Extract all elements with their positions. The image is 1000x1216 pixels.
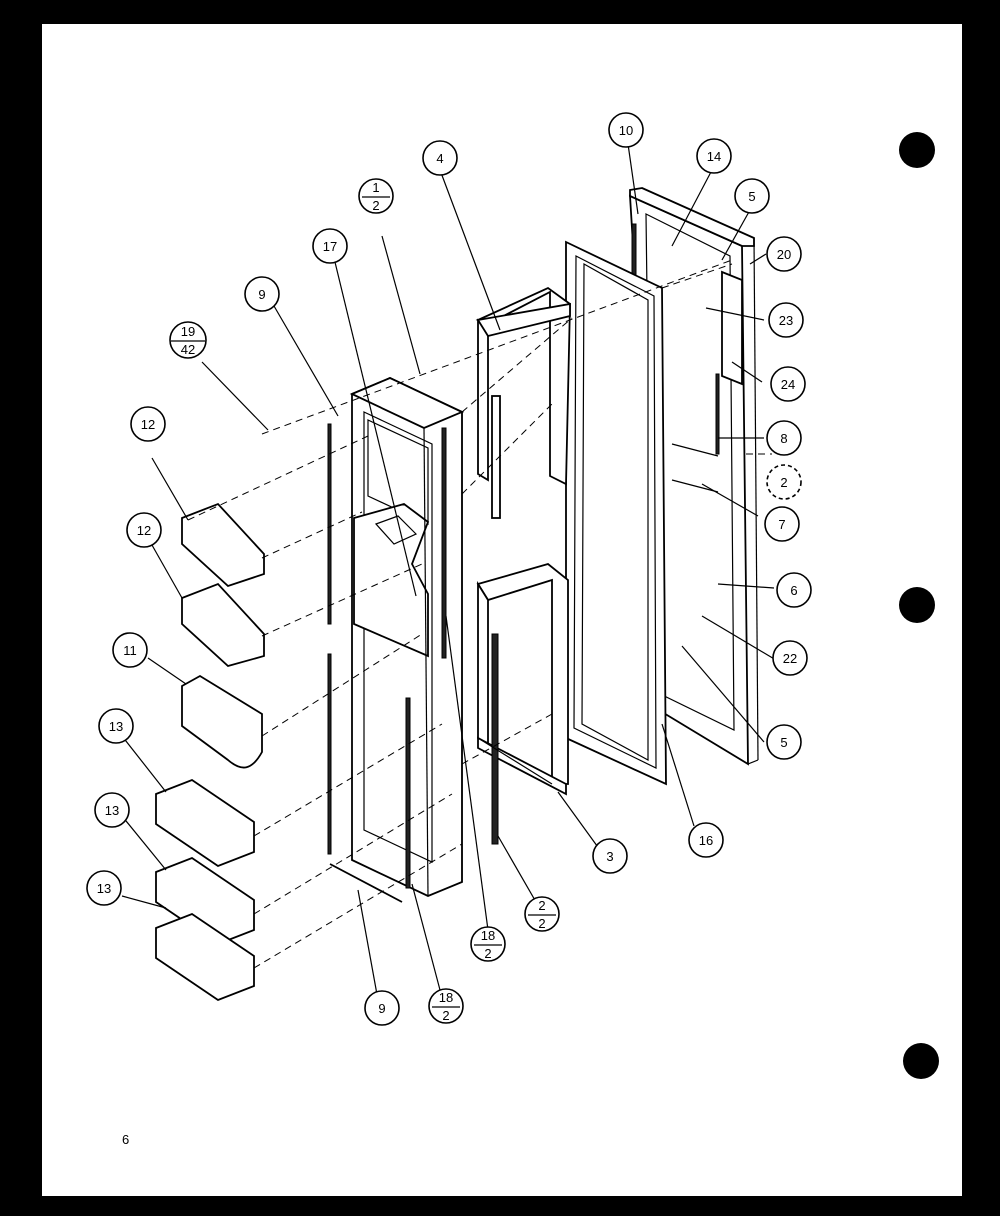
svg-text:12: 12	[137, 523, 151, 538]
svg-text:16: 16	[699, 833, 713, 848]
svg-text:5: 5	[780, 735, 787, 750]
callout-13-top: 13	[98, 708, 134, 744]
svg-text:2: 2	[442, 1008, 449, 1023]
svg-text:13: 13	[97, 881, 111, 896]
callout-23: 23	[768, 302, 804, 338]
callout-13-middle: 13	[94, 792, 130, 828]
svg-text:19: 19	[181, 324, 195, 339]
svg-text:6: 6	[790, 583, 797, 598]
callout-5-bottom: 5	[766, 724, 802, 760]
svg-text:23: 23	[779, 313, 793, 328]
callout-18-2-upper: 182	[470, 926, 506, 962]
binder-hole-middle	[899, 587, 935, 623]
callout-1-2: 12	[358, 178, 394, 214]
leader-lines	[121, 143, 777, 1001]
svg-text:2: 2	[372, 198, 379, 213]
svg-text:3: 3	[606, 849, 613, 864]
svg-text:5: 5	[748, 189, 755, 204]
callout-21: 2	[766, 464, 802, 500]
assembly-lines	[187, 259, 772, 969]
svg-text:2: 2	[484, 946, 491, 961]
callout-16: 16	[688, 822, 724, 858]
inner-door-liner	[327, 377, 465, 897]
callout-22: 22	[772, 640, 808, 676]
bin-11	[181, 674, 263, 769]
callout-24: 24	[770, 366, 806, 402]
svg-text:1: 1	[372, 180, 379, 195]
svg-text:13: 13	[105, 803, 119, 818]
bin-13-top	[155, 778, 255, 868]
callout-2-2: 22	[524, 896, 560, 932]
callout-13-bottom: 13	[86, 870, 122, 906]
callout-11: 11	[112, 632, 148, 668]
svg-text:4: 4	[436, 151, 443, 166]
svg-text:22: 22	[783, 651, 797, 666]
svg-text:13: 13	[109, 719, 123, 734]
callout-7: 7	[764, 506, 800, 542]
svg-text:9: 9	[378, 1001, 385, 1016]
callout-9-top: 9	[244, 276, 280, 312]
svg-text:9: 9	[258, 287, 265, 302]
svg-text:2: 2	[538, 898, 545, 913]
door-liner	[475, 286, 571, 845]
callout-10: 10	[608, 112, 644, 148]
callout-14: 14	[696, 138, 732, 174]
svg-text:2: 2	[538, 916, 545, 931]
svg-text:12: 12	[141, 417, 155, 432]
callout-3: 3	[592, 838, 628, 874]
callout-20: 20	[766, 236, 802, 272]
page-number: 6	[122, 1132, 130, 1147]
shelf-12-upper	[181, 502, 265, 588]
svg-text:42: 42	[181, 342, 195, 357]
callout-18-2-lower: 182	[428, 988, 464, 1024]
svg-text:18: 18	[481, 928, 495, 943]
svg-text:14: 14	[707, 149, 721, 164]
svg-text:17: 17	[323, 239, 337, 254]
callout-9-bottom: 9	[364, 990, 400, 1026]
svg-text:2: 2	[780, 475, 787, 490]
svg-text:8: 8	[780, 431, 787, 446]
svg-text:18: 18	[439, 990, 453, 1005]
binder-hole-top	[899, 132, 935, 168]
svg-text:20: 20	[777, 247, 791, 262]
bottom-rail	[329, 863, 403, 903]
callout-5-top: 5	[734, 178, 770, 214]
binder-hole-bottom	[903, 1043, 939, 1079]
callout-8: 8	[766, 420, 802, 456]
callout-6: 6	[776, 572, 812, 608]
svg-text:7: 7	[778, 517, 785, 532]
svg-text:10: 10	[619, 123, 633, 138]
callout-12-upper: 12	[130, 406, 166, 442]
svg-text:11: 11	[123, 643, 137, 658]
callout-12-lower: 12	[126, 512, 162, 548]
door-gasket	[565, 240, 667, 786]
svg-text:24: 24	[781, 377, 795, 392]
callout-4: 4	[422, 140, 458, 176]
shelf-12-lower	[181, 582, 265, 668]
callout-17: 17	[312, 228, 348, 264]
bin-13-bottom	[155, 912, 255, 1002]
